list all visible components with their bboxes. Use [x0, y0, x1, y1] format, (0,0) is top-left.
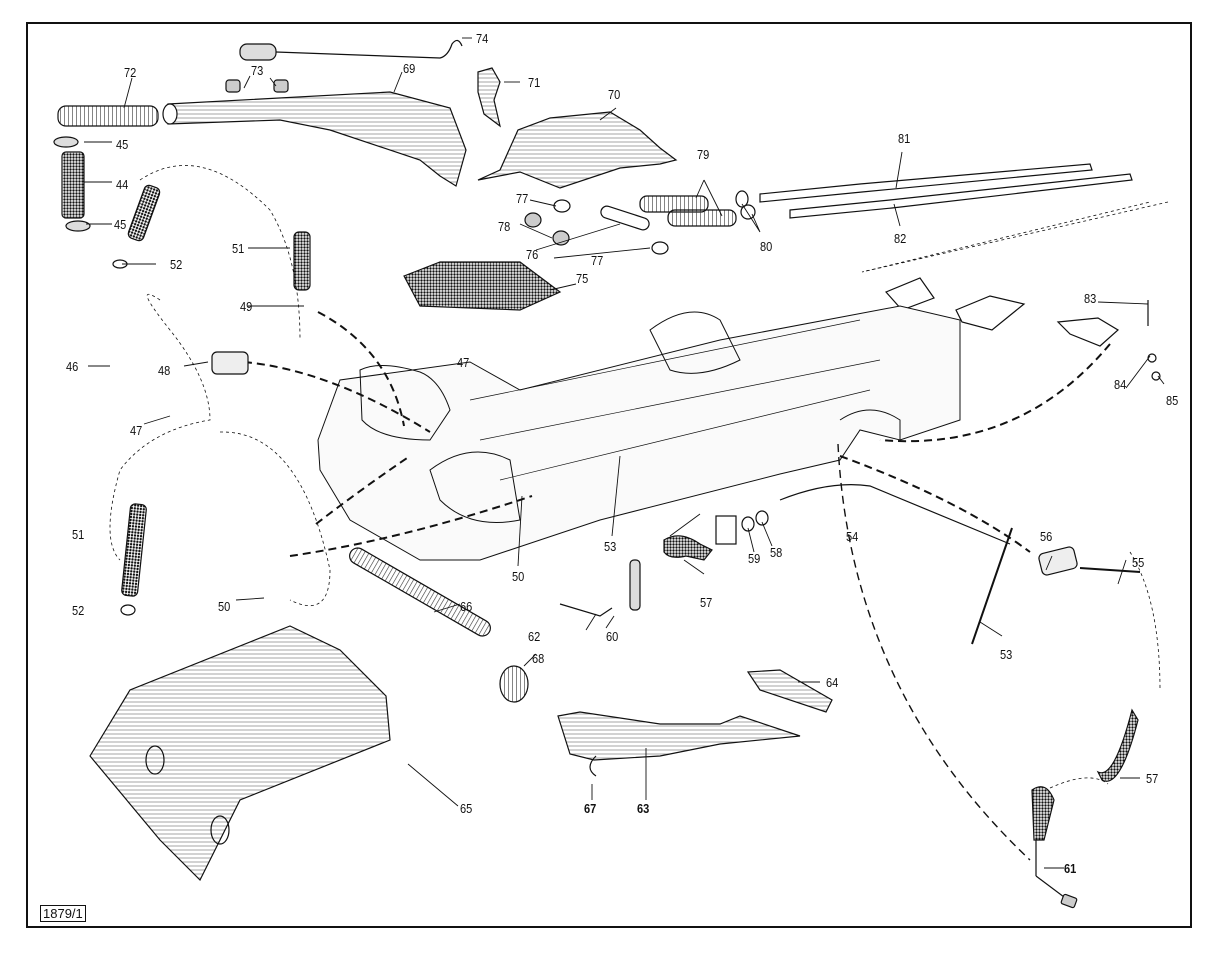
- callout-53-right: 53: [1000, 647, 1013, 662]
- callout-69: 69: [403, 61, 416, 76]
- part-58-59-plate-washers: [715, 510, 769, 545]
- callout-60: 60: [606, 629, 619, 644]
- callout-70: 70: [608, 87, 621, 102]
- callout-54: 54: [846, 529, 859, 544]
- part-75-grommet-pad: [403, 261, 562, 311]
- part-53-bolt: [971, 527, 1013, 645]
- callout-77-bottom: 77: [591, 253, 604, 268]
- callout-51-top: 51: [232, 241, 245, 256]
- callout-72: 72: [124, 65, 137, 80]
- part-55-pipe: [1079, 567, 1141, 573]
- part-76-78-hardware: [524, 199, 669, 255]
- callout-45-top: 45: [116, 137, 129, 152]
- callout-82: 82: [894, 231, 907, 246]
- callout-84: 84: [1114, 377, 1127, 392]
- part-68-return-spring: [499, 665, 529, 703]
- part-44-45-sleeve: [53, 136, 128, 269]
- callout-52-top: 52: [170, 257, 183, 272]
- callout-83: 83: [1084, 291, 1097, 306]
- part-70-ratchet-plate: [477, 111, 678, 189]
- part-63-pedal: [557, 711, 801, 761]
- callout-52-bottom: 52: [72, 603, 85, 618]
- diagram-frame: [26, 22, 1192, 928]
- callout-66: 66: [460, 599, 473, 614]
- part-65-cover-plate: [89, 625, 391, 882]
- callout-50-left: 50: [218, 599, 231, 614]
- part-54-pipe: [779, 484, 1011, 545]
- part-79-80-springs-washers: [639, 190, 756, 227]
- part-64-pedal-pad: [746, 669, 833, 713]
- chassis-floor-pan: [317, 305, 961, 561]
- part-60-62-bracket-switch: [559, 559, 641, 617]
- callout-73: 73: [251, 63, 264, 78]
- callout-68: 68: [532, 651, 545, 666]
- callout-63: 63: [637, 801, 650, 816]
- callout-77-top: 77: [516, 191, 529, 206]
- part-72-spring: [57, 105, 159, 127]
- callout-47-chassis: 47: [457, 355, 470, 370]
- part-81-82-rods: [759, 163, 1133, 219]
- callout-81: 81: [898, 131, 911, 146]
- callout-53-chassis: 53: [604, 539, 617, 554]
- callout-leaders: [84, 37, 1165, 869]
- figure-id-box: 1879/1: [40, 905, 86, 922]
- callout-44: 44: [116, 177, 129, 192]
- callout-47-left: 47: [130, 423, 143, 438]
- part-83-clevis-group: [884, 277, 1161, 381]
- callout-55: 55: [1132, 555, 1145, 570]
- part-57-hoses: [663, 535, 1139, 841]
- callout-74: 74: [476, 31, 489, 46]
- callout-71: 71: [528, 75, 541, 90]
- callout-65: 65: [460, 801, 473, 816]
- callout-45-bottom: 45: [114, 217, 127, 232]
- callout-79: 79: [697, 147, 710, 162]
- callout-50-chassis: 50: [512, 569, 525, 584]
- callout-57-center: 57: [700, 595, 713, 610]
- part-56-three-way-connector: [1038, 546, 1078, 576]
- callout-85: 85: [1166, 393, 1179, 408]
- callout-49: 49: [240, 299, 253, 314]
- callout-57-right: 57: [1146, 771, 1159, 786]
- callout-64: 64: [826, 675, 839, 690]
- callout-67: 67: [584, 801, 597, 816]
- callout-76: 76: [526, 247, 539, 262]
- callout-48: 48: [158, 363, 171, 378]
- part-51-flexible-hoses: [120, 184, 311, 616]
- callout-58: 58: [770, 545, 783, 560]
- callout-62: 62: [528, 629, 541, 644]
- assembly-paths: [243, 311, 1111, 861]
- part-61-fitting: [1035, 840, 1078, 909]
- callout-59: 59: [748, 551, 761, 566]
- part-74-release-rod: [239, 39, 463, 61]
- thin-dashed-cable-paths: [109, 165, 1161, 789]
- part-66-pedal-shaft: [349, 547, 491, 637]
- part-71-pawl: [477, 67, 501, 128]
- part-67-clip: [589, 755, 597, 777]
- callout-80: 80: [760, 239, 773, 254]
- callout-61: 61: [1064, 861, 1077, 876]
- part-48-three-way-connector: [211, 351, 249, 375]
- callout-78: 78: [498, 219, 511, 234]
- callout-75: 75: [576, 271, 589, 286]
- part-69-handbrake-lever: [162, 91, 467, 187]
- part-73-bushes: [225, 79, 289, 93]
- callout-56: 56: [1040, 529, 1053, 544]
- callout-46: 46: [66, 359, 79, 374]
- callout-51-bottom: 51: [72, 527, 85, 542]
